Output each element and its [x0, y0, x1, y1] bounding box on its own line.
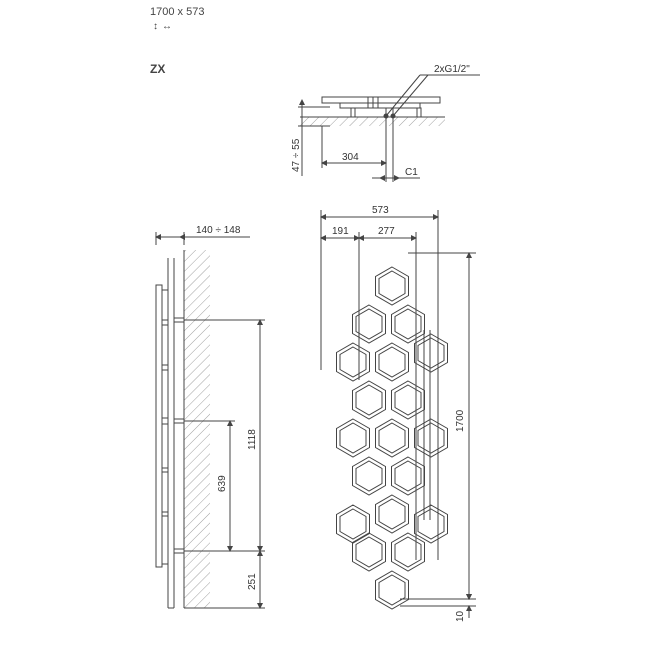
front-width-label: 573 [372, 205, 389, 216]
side-bracket-middle [173, 418, 185, 424]
hexagon-cell [336, 504, 370, 544]
floor-label: 10 [455, 610, 466, 622]
hexagon-cell [414, 333, 448, 373]
top-view-bracket-left [350, 107, 356, 118]
hexagon-cell-inner [378, 346, 406, 378]
hexagon-cell-inner [339, 346, 367, 378]
hexagon-cell-inner [378, 422, 406, 454]
hexagon-cell [414, 418, 448, 458]
hexagon-cell-inner [355, 536, 383, 568]
top-view-bracket-right [416, 107, 422, 118]
hexagon-cell-inner [417, 508, 445, 540]
hexagon-cell-inner [394, 536, 422, 568]
front-view [320, 210, 476, 618]
side-view [155, 232, 265, 609]
hexagon-cell [391, 456, 425, 496]
model-code: ZX [150, 62, 166, 76]
hexagon-cell [391, 380, 425, 420]
c1-label: C1 [405, 167, 418, 178]
top-view-radiator-inner [339, 102, 421, 109]
hexagon-cell [414, 504, 448, 544]
hexagon-cell [391, 304, 425, 344]
hexagon-cell-inner [417, 337, 445, 369]
connection-label: 2xG1/2" [434, 64, 470, 75]
hexagon-cell [375, 266, 409, 306]
hexagon-cell-inner [378, 498, 406, 530]
hexagon-cell [352, 456, 386, 496]
hexagon-cell [352, 532, 386, 572]
hexagon-cell [375, 418, 409, 458]
hexagon-cell [375, 570, 409, 610]
hexagon-cell [336, 418, 370, 458]
hexagon-cell-inner [394, 384, 422, 416]
hexagon-cell-inner [339, 508, 367, 540]
mount-spacing2-label: 639 [217, 475, 228, 492]
side-depth-label: 140 ÷ 148 [196, 225, 241, 236]
hexagon-cell-inner [417, 422, 445, 454]
top-depth-label: 47 ÷ 55 [291, 138, 302, 172]
hexagon-cell-inner [339, 422, 367, 454]
hexagon-cell-inner [355, 308, 383, 340]
dimension-arrows: ↕↔ [153, 21, 176, 32]
front-spacing-label: 277 [378, 226, 395, 237]
side-view-radiator-front [155, 284, 163, 568]
side-bracket-top [173, 317, 185, 323]
hexagon-cell-inner [394, 460, 422, 492]
front-height-label: 1700 [455, 409, 466, 432]
mount-spacing-label: 1118 [247, 429, 258, 450]
hexagon-cell-inner [378, 270, 406, 302]
hexagon-cell [336, 342, 370, 382]
width-arrow-icon: ↔ [162, 21, 176, 32]
hexagon-cell [375, 494, 409, 534]
hexagon-cell [391, 532, 425, 572]
hexagon-cell [352, 380, 386, 420]
top-spacing-label: 304 [342, 152, 359, 163]
side-view-wall-hatch [184, 250, 210, 608]
hexagon-cell [375, 342, 409, 382]
top-view [298, 74, 480, 182]
hexagon-cell-inner [355, 384, 383, 416]
front-left-offset-label: 191 [332, 226, 349, 237]
hexagon-cell-inner [394, 308, 422, 340]
size-text: 1700 x 573 [150, 6, 205, 18]
height-arrow-icon: ↕ [153, 21, 162, 32]
hexagon-cluster [336, 266, 448, 610]
top-view-radiator-body [321, 96, 441, 104]
hexagon-cell-inner [355, 460, 383, 492]
hexagon-cell-inner [378, 574, 406, 606]
side-bracket-bottom [173, 548, 185, 554]
bottom-distance-label: 251 [247, 573, 258, 590]
hexagon-cell [352, 304, 386, 344]
top-view-wall-hatch [300, 117, 445, 126]
